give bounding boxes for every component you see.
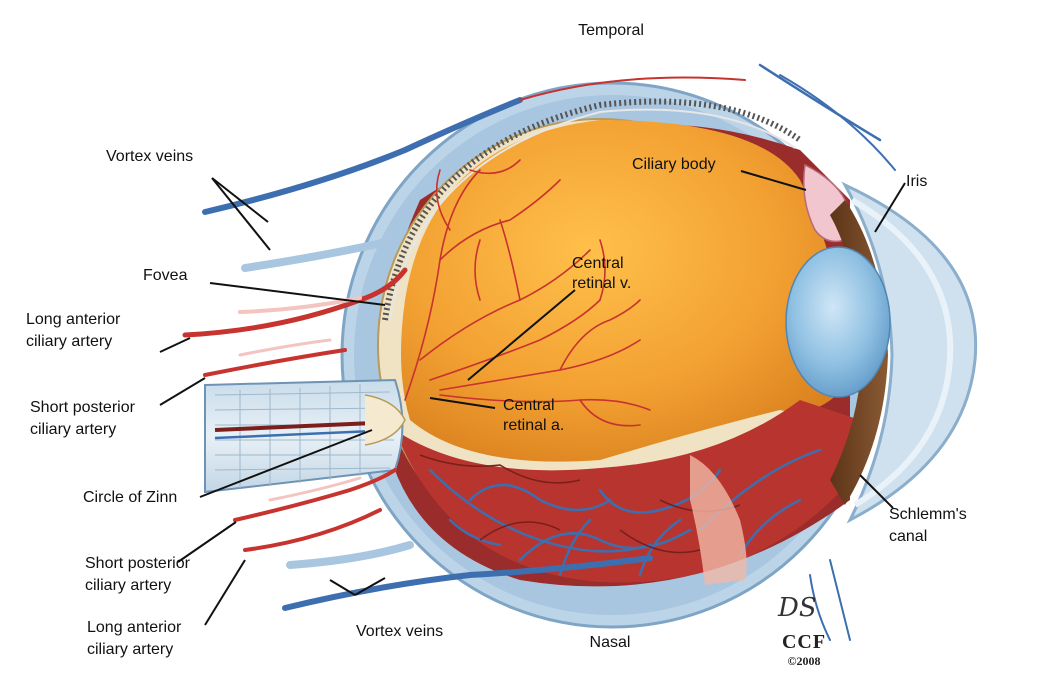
copyright-text: ©2008 [787, 654, 821, 668]
vortex-veins-top-label: Vortex veins [106, 148, 194, 165]
ccf-logo-text: CCF [781, 631, 827, 653]
short-posterior-ciliary-artery-top-label: Short posterior ciliary artery [30, 399, 135, 438]
optic-nerve [204, 378, 406, 494]
ciliary-body-label: Ciliary body [632, 156, 716, 173]
fovea-label: Fovea [143, 267, 188, 284]
vortex-veins-bottom-label: Vortex veins [356, 623, 444, 640]
retinal-vessels [404, 159, 651, 427]
lower-choroid-vessels [395, 400, 860, 585]
long-anterior-ciliary-artery-top-label: Long anterior ciliary artery [26, 311, 121, 350]
artist-signature: DS [778, 593, 817, 623]
leader-lines [159, 170, 906, 626]
lens [785, 246, 891, 398]
vitreous-body [401, 120, 850, 462]
temporal-label: Temporal [578, 22, 644, 39]
central-retinal-artery-label: Central retinal a. [503, 397, 565, 434]
short-posterior-ciliary-artery-bottom-label: Short posterior ciliary artery [85, 555, 190, 594]
nasal-label: Nasal [589, 634, 631, 651]
central-retinal-vein-label: Central retinal v. [572, 255, 632, 292]
schlemms-canal-label: Schlemm's canal [889, 506, 967, 545]
iris-label: Iris [906, 173, 928, 190]
external-vessels [182, 63, 896, 641]
long-anterior-ciliary-artery-bottom-label: Long anterior ciliary artery [87, 619, 182, 658]
upper-retina-band [382, 98, 802, 321]
circle-of-zinn-label: Circle of Zinn [83, 489, 178, 506]
